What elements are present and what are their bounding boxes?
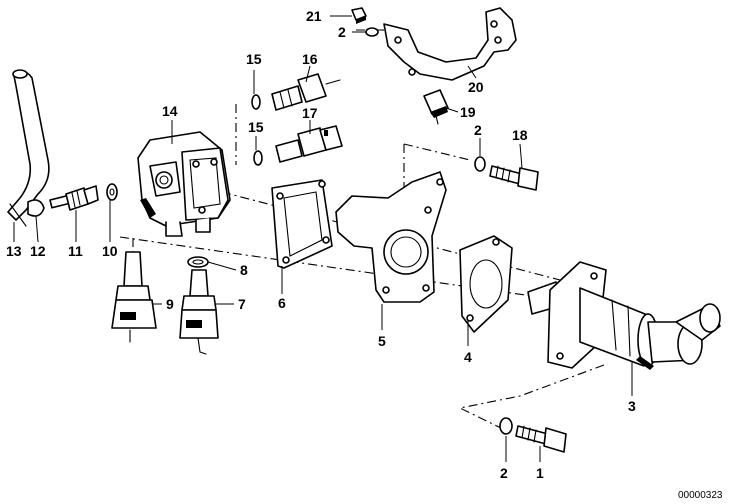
leader-lines: [13, 15, 633, 462]
sensor-7: [179, 269, 219, 355]
hose-13-end: [12, 69, 28, 79]
washer-2-bottom: [499, 417, 513, 435]
callout-1: 1: [536, 465, 544, 481]
callout-12: 12: [30, 243, 46, 259]
sender-9: [111, 251, 157, 343]
callout-3: 3: [628, 398, 636, 414]
callout-10: 10: [102, 243, 118, 259]
callout-15-lower: 15: [248, 119, 264, 135]
callout-8: 8: [240, 262, 248, 278]
assembly-line-bolt1: [458, 364, 605, 431]
nut-21: [351, 7, 367, 24]
hose-13: [7, 70, 50, 221]
callout-15-upper: 15: [246, 51, 262, 67]
housing-14: [137, 131, 231, 237]
callout-9: 9: [166, 296, 174, 312]
damper-19: [423, 89, 449, 125]
callout-18: 18: [512, 127, 528, 143]
washer-10: [106, 183, 118, 201]
washer-15-upper: [251, 94, 261, 110]
callout-19: 19: [460, 104, 476, 120]
bolt-1: [515, 425, 567, 453]
bracket-20: [383, 7, 517, 81]
callout-2-top: 2: [338, 24, 346, 40]
callout-labels: 21 2 20 19 15 16 17 15 14 2 18 13 12 11 …: [6, 8, 636, 481]
diagram-code: 00000323: [678, 490, 723, 501]
sensor-17: [275, 125, 343, 163]
callout-14: 14: [162, 103, 178, 119]
sensor-16: [271, 73, 341, 111]
callout-21: 21: [306, 8, 322, 24]
callout-11: 11: [68, 243, 83, 259]
assembly-line-main: [119, 236, 561, 301]
callout-2-mid: 2: [474, 122, 482, 138]
idle-valve-3: [527, 261, 721, 370]
callout-5: 5: [378, 333, 386, 349]
bolt-18: [489, 165, 539, 191]
oring-8: [187, 256, 209, 268]
washer-2-top: [365, 27, 379, 37]
callout-6: 6: [278, 295, 286, 311]
callout-2-bottom: 2: [500, 465, 508, 481]
callout-4: 4: [464, 349, 472, 365]
washer-2-mid: [474, 156, 486, 172]
callout-20: 20: [468, 79, 484, 95]
callout-7: 7: [238, 296, 246, 312]
washer-15-lower: [253, 150, 263, 166]
gasket-4: [459, 235, 513, 333]
callout-13: 13: [6, 243, 22, 259]
hose-13-band: [9, 203, 27, 227]
callout-17: 17: [302, 105, 318, 121]
assembly-line-bolt18: [403, 143, 471, 161]
clamp-12: [27, 199, 45, 217]
gasket-6: [271, 179, 333, 269]
callout-16: 16: [302, 51, 318, 67]
fitting-11: [49, 185, 99, 211]
bracket-plate-5: [335, 171, 447, 303]
